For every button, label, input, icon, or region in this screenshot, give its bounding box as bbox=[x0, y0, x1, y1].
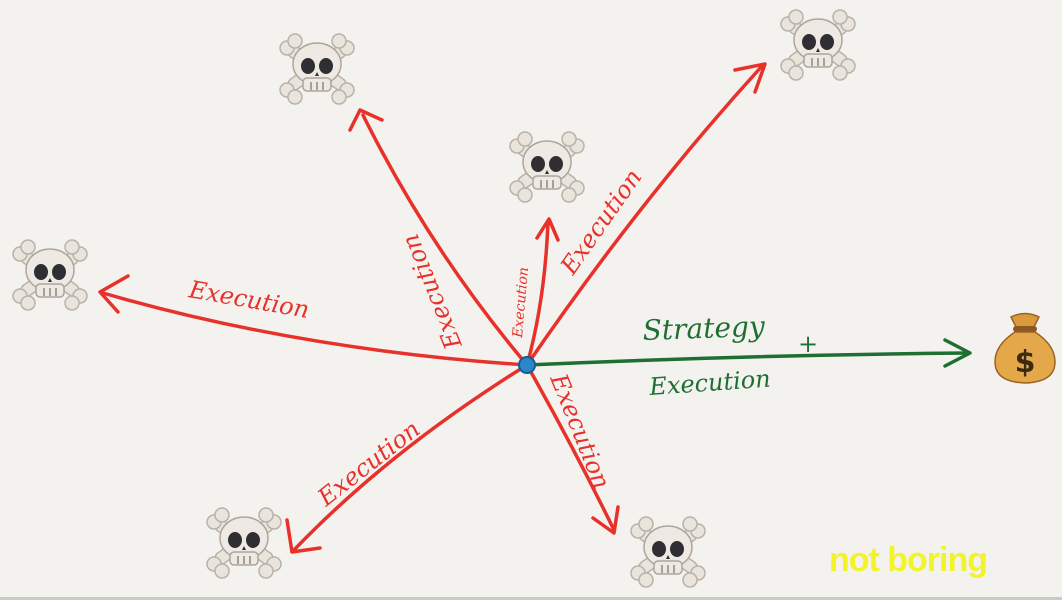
path-upper-left bbox=[361, 113, 529, 367]
skull-icon bbox=[279, 33, 355, 105]
arrowhead-left bbox=[98, 274, 130, 314]
skull-icon bbox=[509, 131, 585, 203]
path-lower-right bbox=[525, 363, 616, 532]
skull-icon bbox=[12, 239, 88, 311]
label-upper-small: Execution bbox=[510, 266, 532, 339]
svg-text:$: $ bbox=[1015, 345, 1036, 380]
arrowhead-upper-right bbox=[733, 62, 767, 94]
arrowhead-upper-small bbox=[535, 217, 560, 242]
path-lower-left bbox=[292, 363, 529, 552]
label-lower-left: Execution bbox=[312, 415, 426, 512]
money-bag-icon: $ bbox=[994, 312, 1056, 384]
path-upper-small bbox=[525, 220, 550, 367]
arrowhead-upper-left bbox=[348, 108, 384, 132]
arrowhead-right bbox=[943, 338, 972, 368]
arrowhead-lower-right bbox=[591, 505, 620, 535]
success-path bbox=[525, 338, 972, 368]
label-execution-success: Execution bbox=[647, 365, 771, 401]
path-left bbox=[101, 291, 529, 367]
label-left: Execution bbox=[186, 275, 311, 324]
skull-icon bbox=[206, 507, 282, 579]
skull-icon bbox=[630, 516, 706, 588]
origin-dot bbox=[518, 356, 536, 374]
arrowhead-lower-left bbox=[285, 518, 322, 554]
path-upper-right bbox=[525, 64, 764, 367]
skull-icon bbox=[780, 9, 856, 81]
label-strategy: Strategy bbox=[642, 310, 766, 347]
brand-logo: not boring bbox=[828, 541, 988, 579]
bottom-divider bbox=[0, 597, 1062, 600]
label-lower-right: Execution bbox=[544, 369, 616, 493]
path-right bbox=[525, 351, 970, 367]
label-plus: + bbox=[798, 330, 818, 358]
label-upper-left: Execution bbox=[396, 230, 468, 354]
failure-paths bbox=[98, 62, 767, 554]
